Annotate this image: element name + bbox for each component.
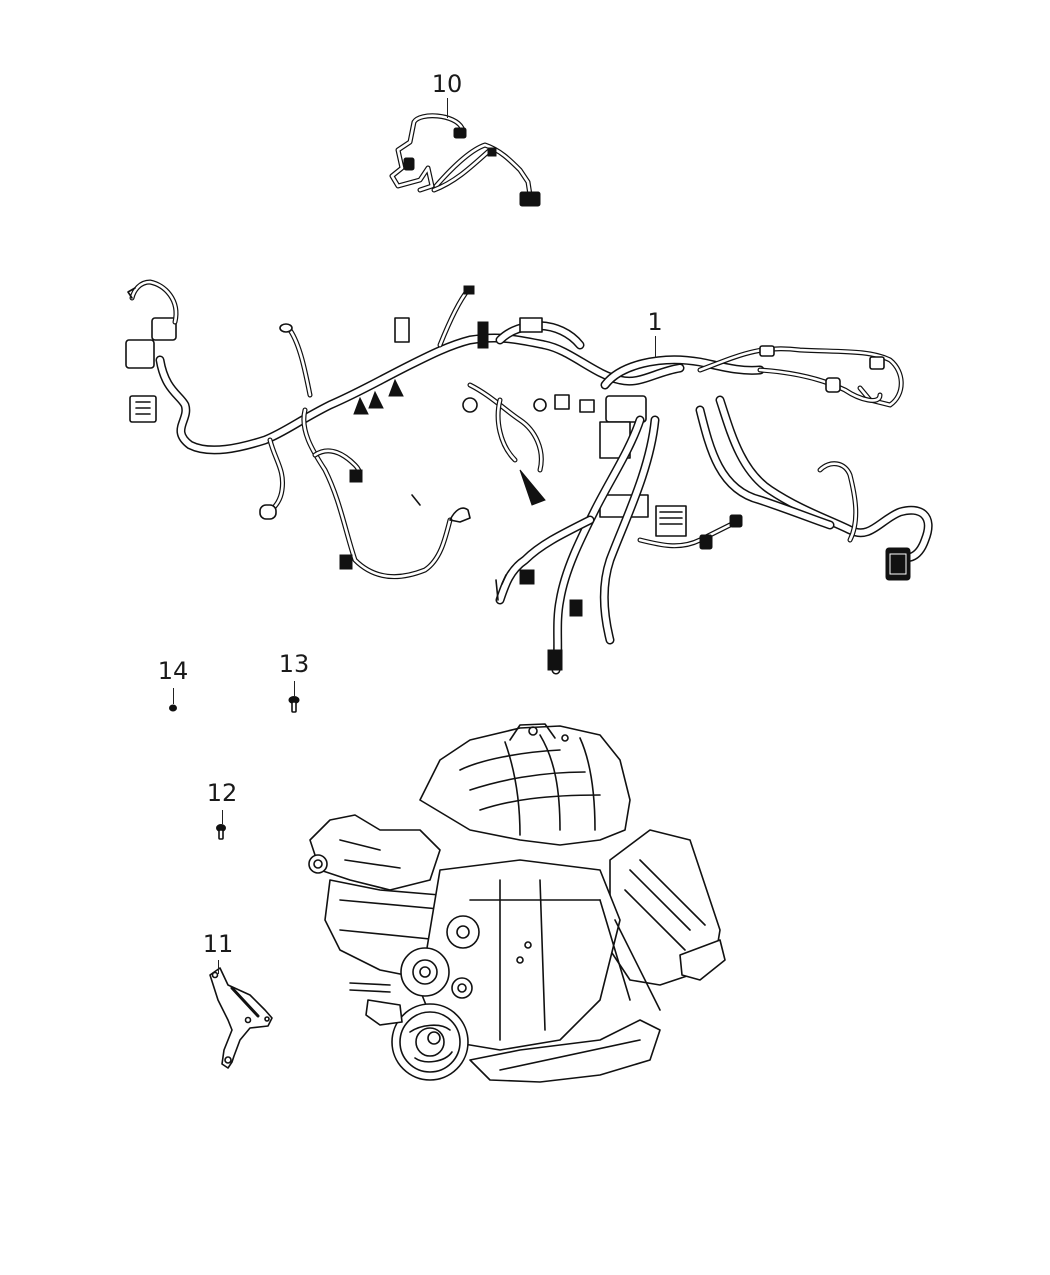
callout-12[interactable]: 12 xyxy=(206,779,238,807)
callout-10[interactable]: 10 xyxy=(431,70,463,98)
bracket-part-11 xyxy=(209,967,273,1069)
callout-1[interactable]: 1 xyxy=(647,308,663,336)
leader-line-10 xyxy=(447,98,448,118)
bolt-part-12 xyxy=(216,824,226,840)
leader-line-13 xyxy=(294,681,295,697)
engine-assembly xyxy=(308,723,726,1083)
jumper-harness-part-10 xyxy=(389,113,541,207)
callout-13[interactable]: 13 xyxy=(278,650,310,678)
engine-harness-part-1 xyxy=(125,279,933,675)
leader-line-12 xyxy=(222,810,223,824)
callout-11[interactable]: 11 xyxy=(202,930,234,958)
leader-line-14 xyxy=(173,688,174,704)
leader-line-1 xyxy=(655,336,656,358)
leader-line-11 xyxy=(218,960,219,974)
nut-part-14 xyxy=(169,704,177,712)
bolt-part-13 xyxy=(288,696,300,713)
callout-14[interactable]: 14 xyxy=(157,657,189,685)
